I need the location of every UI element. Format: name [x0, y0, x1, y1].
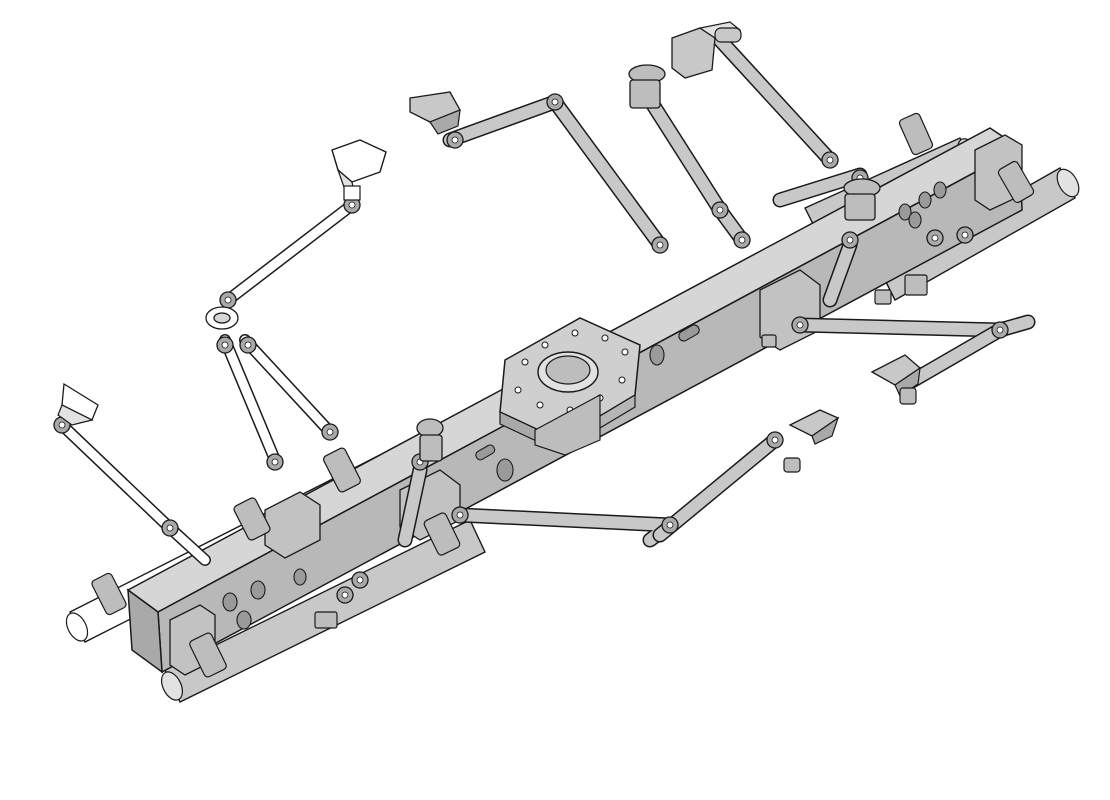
wedge-effector-lower [783, 409, 840, 473]
joint-pin [456, 511, 464, 519]
joint-pin [846, 236, 854, 244]
beam-holes [222, 181, 947, 630]
joint-pin [271, 458, 279, 466]
wedge-effector-right [870, 354, 922, 405]
joint-pin [796, 321, 804, 329]
arm-right-down [897, 322, 1008, 393]
arm-front-diagonal [652, 432, 783, 543]
arm-right-post [822, 237, 858, 308]
joint-pin [738, 236, 746, 244]
arm-left-lower [56, 419, 211, 566]
arm-left-mid-a [219, 334, 281, 466]
arm-left-mid-b [239, 334, 336, 438]
bucket-effector [331, 139, 387, 201]
arm-top-left [442, 94, 668, 253]
arm-front-long [452, 507, 678, 548]
arm-right-short [772, 167, 868, 208]
joint-pin [931, 234, 939, 242]
joint-pin [716, 206, 724, 214]
front-grey-rail-lower [160, 519, 486, 703]
sensor-blocks [314, 274, 928, 629]
joint-pin [771, 436, 779, 444]
center-mounting-plate [499, 317, 641, 456]
joint-pin [341, 591, 349, 599]
end-effectors [57, 21, 922, 473]
joint-pin [356, 576, 364, 584]
joint-pin [326, 428, 334, 436]
joint-pin [996, 326, 1004, 334]
pipe-clamps [91, 112, 1035, 678]
arm-bucket-upper [222, 199, 358, 306]
arm-top-middle [642, 92, 750, 248]
joint-pin [451, 136, 459, 144]
arm-joints [53, 91, 1009, 604]
arm-center-drop [397, 462, 428, 548]
white-support-arms [56, 199, 358, 566]
joint-pin [58, 421, 66, 429]
wedge-effector-left [57, 382, 99, 426]
joint-pin [348, 201, 356, 209]
joint-pin [244, 341, 252, 349]
joint-pin [221, 341, 229, 349]
joint-pin [826, 156, 834, 164]
wedge-effector-top [409, 91, 461, 135]
block-effector-top [671, 21, 742, 79]
arm-top-right [712, 32, 838, 168]
joint-pin [656, 241, 664, 249]
joint-pin [224, 296, 232, 304]
joint-pin [166, 524, 174, 532]
joint-pin [551, 98, 559, 106]
joint-pin [666, 521, 674, 529]
suction-cup-effectors [205, 64, 881, 462]
joint-pin [961, 231, 969, 239]
